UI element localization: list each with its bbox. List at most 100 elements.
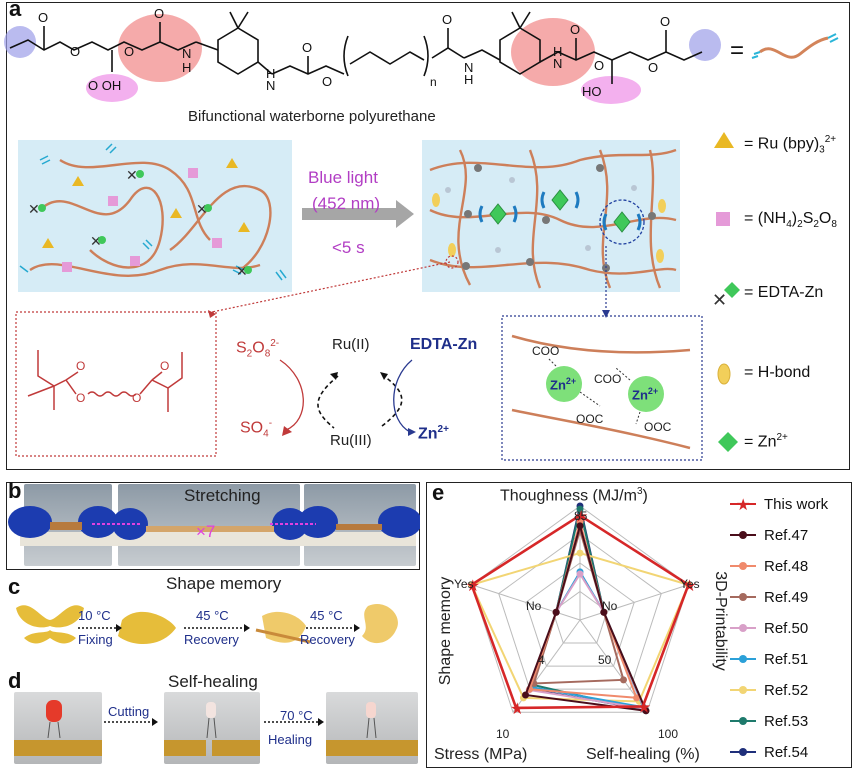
time-text: <5 s (332, 238, 365, 257)
svg-text:O: O (160, 359, 169, 373)
svg-text:✕: ✕ (28, 202, 40, 218)
svg-text:★: ★ (736, 497, 750, 514)
svg-text:O OH: O OH (88, 78, 121, 93)
svg-text:O: O (70, 44, 80, 59)
panel-d-label: d (8, 668, 22, 693)
radar-point (522, 691, 530, 699)
svg-text:O: O (442, 12, 452, 27)
panel-a (6, 2, 850, 470)
legend-label: Ref.51 (764, 651, 808, 668)
panel-b-label: b (8, 478, 22, 503)
legend-entry: Ref.54 (730, 744, 808, 761)
svg-text:O: O (660, 14, 670, 29)
legend-hbond: = H-bond (744, 364, 811, 381)
svg-text:H: H (553, 44, 562, 59)
legend-label: Ref.53 (764, 713, 808, 730)
axis-self-healing: Self-healing (%) (586, 746, 700, 763)
self-healing-title: Self-healing (168, 672, 258, 691)
legend-label: Ref.48 (764, 558, 808, 575)
svg-text:H: H (266, 66, 275, 81)
radar-point: ★ (510, 701, 524, 718)
legend-entry: Ref.51 (730, 651, 808, 668)
legend-entry: Ref.47 (730, 527, 808, 544)
radar-grid-ring (525, 562, 635, 667)
svg-text:O: O (38, 10, 48, 25)
legend-zn: = Zn2+ (744, 432, 788, 451)
svg-text:N: N (182, 46, 191, 61)
radar-point (600, 608, 608, 616)
tick-50: 50 (598, 653, 612, 667)
radar-chart: ★★★★★ 85 Yes Yes No No 4 50 10 100 ★This… (454, 496, 829, 761)
legend-edta: = EDTA-Zn (744, 284, 824, 301)
radar-point (642, 707, 650, 715)
legend-aps: = (NH4)2S2O8 (744, 210, 837, 231)
radar-point (576, 570, 584, 578)
repeat-n: n (430, 75, 437, 89)
legend-label: Ref.49 (764, 589, 808, 606)
legend-label: This work (764, 496, 829, 513)
svg-text:H: H (464, 72, 473, 87)
radar-point: ★ (637, 699, 651, 716)
coo-label-1: COO (532, 344, 560, 358)
radar-point (633, 694, 641, 702)
radar-point (576, 522, 584, 530)
legend-ru: = Ru (bpy)32+ (744, 134, 837, 156)
radar-point (576, 505, 584, 513)
stretching-title: Stretching (184, 486, 261, 505)
shape-memory-graphics (16, 604, 398, 645)
svg-text:O: O (132, 391, 141, 405)
wavelength-text: (452 nm) (312, 194, 381, 213)
step-c3-top: 45 °C (310, 608, 343, 623)
svg-text:N: N (464, 60, 473, 75)
svg-text:O: O (76, 391, 85, 405)
zn-ion-2: Zn2+ (632, 386, 659, 403)
step-c1-bottom: Fixing (78, 632, 113, 647)
so4-label: SO4- (240, 418, 273, 440)
svg-text:=: = (730, 37, 744, 64)
tick-yes-right: Yes (680, 577, 700, 591)
radar-series-ref-52 (470, 552, 690, 703)
svg-text:O: O (648, 60, 658, 75)
radar-point: ★ (682, 578, 696, 595)
blue-light-text: Blue light (308, 168, 378, 187)
radar-series-ref-50 (527, 572, 647, 710)
radar-axis-line (471, 584, 581, 621)
radar-series-ref-47 (524, 522, 648, 713)
self-healing-graphics (14, 700, 418, 756)
axis-stress: Stress (MPa) (434, 746, 528, 763)
legend-label: Ref.52 (764, 682, 808, 699)
radar-point (619, 676, 627, 684)
radar-point: ★ (466, 578, 480, 595)
radar-point (552, 608, 560, 616)
legend-label: Ref.47 (764, 527, 808, 544)
stretch-photo-2 (118, 484, 300, 566)
step-d1-top: Cutting (108, 704, 150, 719)
svg-text:O: O (76, 359, 85, 373)
svg-text:✕: ✕ (712, 290, 727, 311)
ru2-label: Ru(II) (332, 336, 370, 353)
svg-text:✕: ✕ (236, 264, 248, 280)
edta-zn-label: EDTA-Zn (410, 336, 478, 353)
radar-grid-ring (470, 505, 690, 713)
panel-c-label: c (8, 574, 21, 599)
step-c2-bottom: Recovery (184, 632, 239, 647)
ooc-label-1: OOC (576, 412, 604, 426)
legend-entry: Ref.53 (730, 713, 808, 730)
tick-no-right: No (602, 599, 618, 613)
step-c1-top: 10 °C (78, 608, 111, 623)
tick-4: 4 (538, 653, 545, 667)
svg-text:H: H (182, 60, 191, 75)
ru3-label: Ru(III) (330, 432, 372, 449)
legend-entry: Ref.52 (730, 682, 808, 699)
tick-yes-left: Yes (454, 577, 474, 591)
svg-text:O: O (302, 40, 312, 55)
legend-label: Ref.50 (764, 620, 808, 637)
svg-text:O: O (570, 22, 580, 37)
polymer-caption: Bifunctional waterborne polyurethane (188, 108, 436, 125)
radar-grid-ring (498, 533, 662, 690)
step-d2-bottom: Healing (268, 732, 313, 747)
tick-no-left: No (526, 599, 542, 613)
legend-entry: Ref.48 (730, 558, 808, 575)
tick-100: 100 (658, 727, 678, 741)
stretch-graphics (8, 506, 420, 546)
